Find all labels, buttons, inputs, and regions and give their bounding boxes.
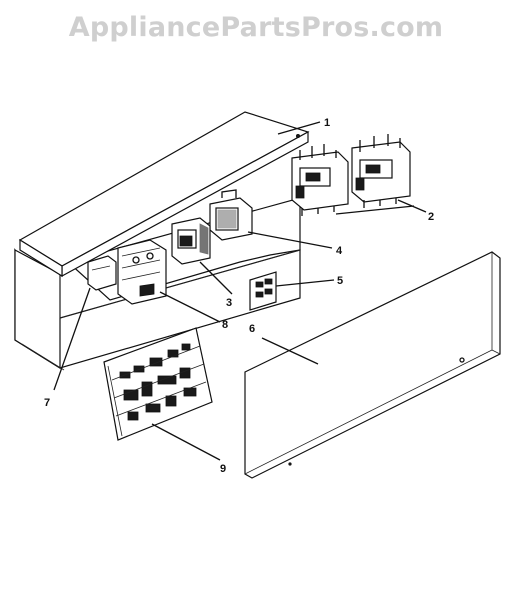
front-panel-part-6 [244, 251, 501, 479]
contactor-right-part-2 [351, 134, 411, 208]
callout-7: 7 [44, 397, 50, 409]
callout-5: 5 [337, 275, 343, 287]
callout-3: 3 [226, 297, 232, 309]
callout-4: 4 [336, 245, 343, 257]
watermark-logo: AppliancePartsPros.com [68, 12, 444, 43]
leader-lines [53, 121, 427, 461]
callout-1: 1 [324, 117, 330, 129]
terminal-block-part-8 [117, 239, 167, 305]
transformer-part-4 [209, 189, 253, 241]
callout-8: 8 [222, 319, 228, 331]
callout-9: 9 [220, 463, 226, 475]
relay-part-3 [171, 217, 211, 265]
callout-6: 6 [249, 323, 255, 335]
top-cover-part-1 [18, 111, 310, 278]
small-circuit-board-part-5 [249, 271, 277, 311]
sensor-part-7 [87, 255, 117, 291]
main-control-board-part-9 [103, 327, 213, 441]
callout-2: 2 [428, 211, 434, 223]
contactor-left-part-2 [291, 144, 349, 216]
